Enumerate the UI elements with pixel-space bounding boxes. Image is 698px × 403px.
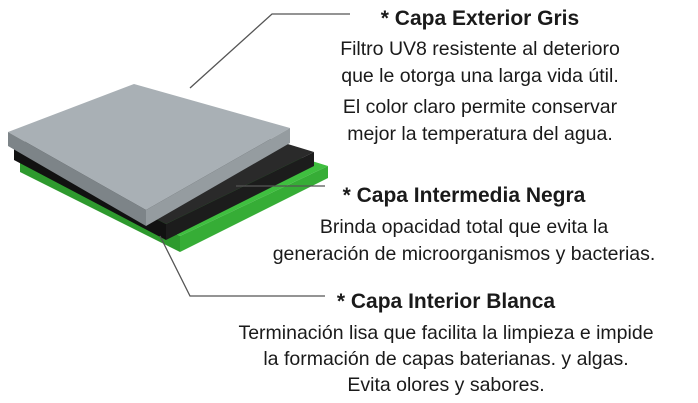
desc-line: generación de microorganismos y bacteria…	[272, 243, 656, 265]
gray-layer-top	[8, 84, 290, 210]
desc-line: Terminación lisa que facilita la limpiez…	[238, 322, 654, 344]
desc-line: Brinda opacidad total que evita la	[319, 216, 609, 238]
layer-desc-gris: Filtro UV8 resistente al deterioro que l…	[300, 36, 660, 148]
layer-info-blanca: * Capa Interior Blanca Terminación lisa …	[200, 289, 692, 398]
black-layer-side	[166, 152, 314, 240]
leader-line-blanca	[159, 235, 325, 297]
gray-layer-side	[146, 128, 290, 226]
desc-line: la formación de capas baterianas. y alga…	[263, 348, 629, 370]
layer-info-negra: * Capa Intermedia Negra Brinda opacidad …	[236, 183, 692, 268]
layer-desc-blanca: Terminación lisa que facilita la limpiez…	[200, 320, 692, 398]
green-layer-side	[180, 166, 328, 252]
desc-line: El color claro permite conservar	[342, 96, 618, 118]
layer-title-gris: * Capa Exterior Gris	[380, 7, 580, 30]
leader-line-gris	[189, 13, 350, 89]
desc-line: que le otorga una larga vida útil.	[341, 65, 619, 87]
layer-desc-negra: Brinda opacidad total que evita la gener…	[236, 214, 692, 268]
gray-layer-front	[8, 132, 146, 226]
desc-line: Evita olores y sabores.	[347, 374, 545, 396]
layer-title-negra: * Capa Intermedia Negra	[342, 184, 586, 207]
layer-info-gris: * Capa Exterior Gris Filtro UV8 resisten…	[300, 6, 660, 148]
desc-line: Filtro UV8 resistente al deterioro	[340, 38, 620, 60]
desc-line: mejor la temperatura del agua.	[347, 123, 613, 145]
layer-title-blanca: * Capa Interior Blanca	[336, 290, 556, 313]
